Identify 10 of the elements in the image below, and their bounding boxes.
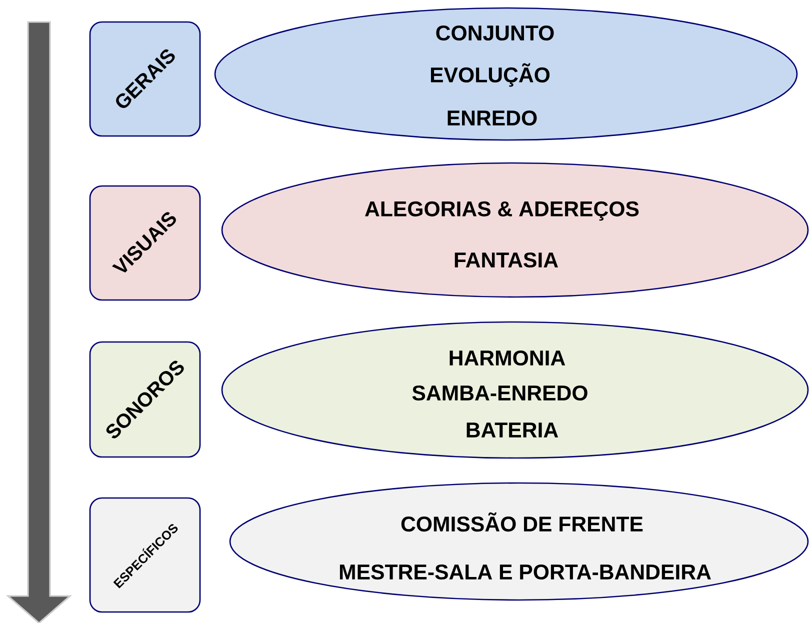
item-text: SAMBA-ENREDO (412, 385, 588, 401)
item-text: CONJUNTO (436, 25, 554, 41)
item-text: EVOLUÇÃO (430, 63, 550, 87)
item-text: COMISSÃO DE FRENTE (401, 512, 643, 532)
item-text: MESTRE-SALA E PORTA-BANDEIRA (340, 564, 711, 580)
item-text: HARMONIA (450, 350, 566, 366)
item-text: ENREDO (448, 110, 537, 126)
item-text: ALEGORIAS & ADEREÇOS (365, 201, 639, 221)
item-text: BATERIA (466, 422, 558, 438)
item-text: FANTASIA (454, 252, 558, 268)
